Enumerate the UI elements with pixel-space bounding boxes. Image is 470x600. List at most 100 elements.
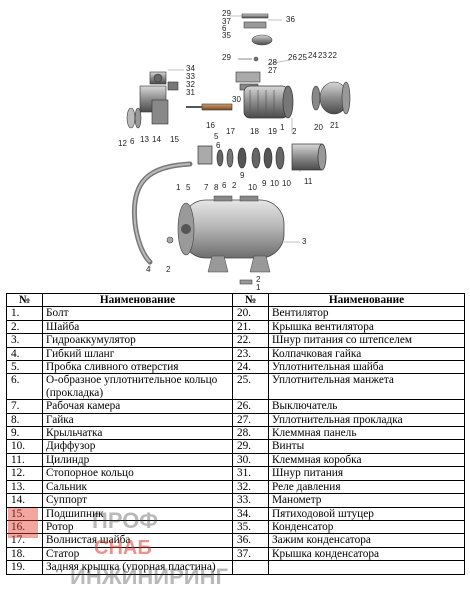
callout: 2 bbox=[292, 127, 297, 136]
callout: 23 bbox=[318, 51, 327, 60]
impeller-stack bbox=[197, 143, 327, 171]
callout: 9 bbox=[262, 179, 267, 188]
callout: 20 bbox=[314, 123, 323, 132]
part-number: 5. bbox=[6, 360, 43, 375]
callout: 10 bbox=[282, 179, 291, 188]
column-header-number: № bbox=[232, 292, 269, 308]
callout: 28 bbox=[268, 58, 277, 67]
leader-lines bbox=[149, 15, 301, 270]
part-name: Уплотнительная прокладка bbox=[268, 412, 465, 428]
part-number: 24. bbox=[232, 360, 269, 375]
part-number: 15. bbox=[6, 506, 43, 521]
motor-housing bbox=[243, 85, 294, 119]
part-number: 32. bbox=[232, 479, 269, 495]
part-name: Диффузор bbox=[42, 439, 233, 454]
part-number bbox=[232, 560, 269, 575]
part-number: 28. bbox=[232, 426, 269, 441]
capacitor-cover-group bbox=[238, 13, 273, 62]
part-name: Уплотнительная шайба bbox=[268, 360, 465, 375]
callout: 24 bbox=[308, 51, 317, 60]
callout: 36 bbox=[286, 15, 295, 24]
part-name: Манометр bbox=[268, 493, 465, 508]
part-number: 36. bbox=[232, 533, 269, 548]
part-number: 14. bbox=[6, 493, 43, 508]
callout: 6 bbox=[130, 137, 135, 146]
part-number: 37. bbox=[232, 546, 269, 562]
part-number: 2. bbox=[6, 319, 43, 335]
part-name: Болт bbox=[42, 306, 233, 321]
callout: 7 bbox=[204, 183, 209, 192]
part-number: 3. bbox=[6, 333, 43, 348]
part-number: 6. bbox=[6, 373, 43, 401]
callout: 37 bbox=[222, 17, 231, 26]
tank-group bbox=[177, 195, 285, 273]
part-number: 21. bbox=[232, 319, 269, 335]
part-number: 11. bbox=[6, 452, 43, 468]
part-number: 31. bbox=[232, 466, 269, 481]
part-number: 19. bbox=[6, 560, 43, 575]
part-name: Цилиндр bbox=[42, 452, 233, 468]
column-header-name: Наименование bbox=[268, 292, 465, 308]
callout: 13 bbox=[140, 135, 149, 144]
part-number: 26. bbox=[232, 399, 269, 414]
part-name: Уплотнительная манжета bbox=[268, 373, 465, 401]
part-number: 12. bbox=[6, 466, 43, 481]
callout: 30 bbox=[232, 95, 241, 104]
callout: 29 bbox=[222, 53, 231, 62]
part-number: 18. bbox=[6, 546, 43, 562]
part-name: Рабочая камера bbox=[42, 399, 233, 414]
table-header-row: № Наименование № Наименование bbox=[6, 292, 465, 308]
callout: 22 bbox=[328, 51, 337, 60]
part-name: Шнур питания bbox=[268, 466, 465, 481]
callout: 10 bbox=[270, 179, 279, 188]
callout: 11 bbox=[304, 177, 313, 186]
callout: 5 bbox=[186, 183, 191, 192]
callout: 32 bbox=[186, 80, 195, 89]
part-name: Гайка bbox=[42, 412, 233, 428]
callout: 26 bbox=[288, 53, 297, 62]
fan-group bbox=[311, 81, 351, 115]
callout: 1 bbox=[176, 183, 181, 192]
part-name: Ротор bbox=[42, 519, 233, 535]
column-header-number: № bbox=[6, 292, 43, 308]
part-name: Реле давления bbox=[268, 479, 465, 495]
callout: 4 bbox=[146, 265, 151, 274]
callout: 21 bbox=[330, 121, 339, 130]
part-name: Пятиходовой штуцер bbox=[268, 506, 465, 521]
callout: 6 bbox=[216, 141, 221, 150]
callout: 17 bbox=[226, 127, 235, 136]
callout: 1 bbox=[256, 283, 261, 292]
part-name: Суппорт bbox=[42, 493, 233, 508]
callout: 9 bbox=[240, 171, 245, 180]
part-number: 9. bbox=[6, 426, 43, 441]
callout: 19 bbox=[268, 127, 277, 136]
part-number: 20. bbox=[232, 306, 269, 321]
part-name: О-образное уплотнительное кольцо (прокла… bbox=[42, 373, 233, 401]
part-number: 27. bbox=[232, 412, 269, 428]
callout: 34 bbox=[186, 64, 195, 73]
part-number: 8. bbox=[6, 412, 43, 428]
callout: 14 bbox=[152, 135, 161, 144]
callout: 16 bbox=[206, 121, 215, 130]
callout: 33 bbox=[186, 72, 195, 81]
pump-front-group bbox=[126, 85, 169, 129]
callout: 6 bbox=[222, 24, 227, 33]
rotor-group bbox=[186, 103, 233, 111]
exploded-diagram: 29 37 6 35 36 29 34 33 32 31 28 27 26 25… bbox=[118, 9, 351, 292]
part-number: 30. bbox=[232, 452, 269, 468]
drain-plug-group bbox=[166, 236, 253, 285]
part-number: 1. bbox=[6, 306, 43, 321]
part-number: 34. bbox=[232, 506, 269, 521]
part-name: Колпачковая гайка bbox=[268, 346, 465, 362]
